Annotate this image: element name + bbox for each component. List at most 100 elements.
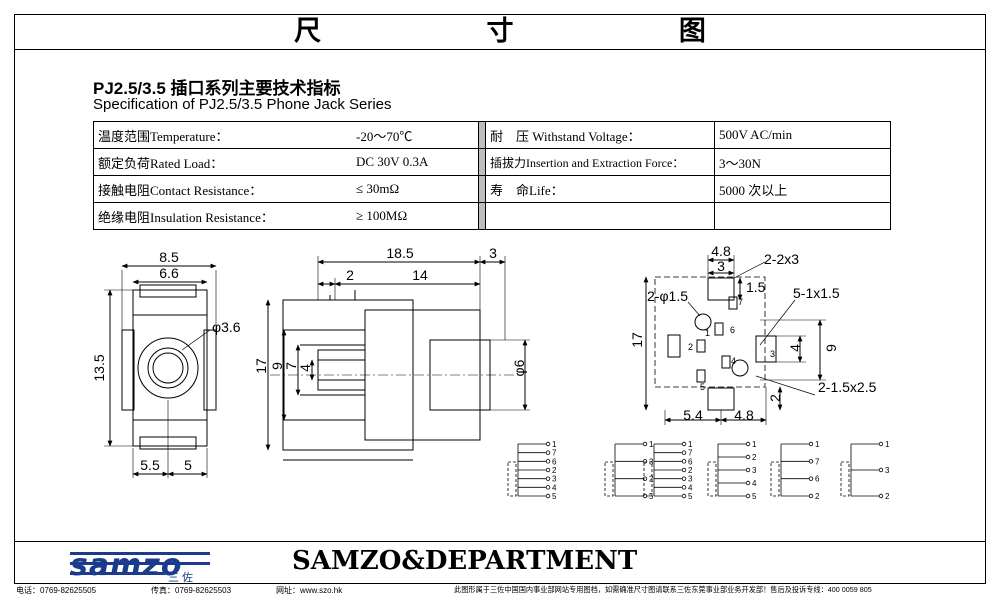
schematic-pin-label: 2 — [752, 453, 757, 462]
schematic-pin-label: 3 — [752, 466, 757, 475]
schematic-pin-label: 1 — [552, 440, 557, 449]
schematic-pin-label: 7 — [552, 449, 557, 458]
schematic-pin-label: 1 — [688, 440, 693, 449]
spec-title-en: Specification of PJ2.5/3.5 Phone Jack Se… — [93, 96, 392, 113]
title-bar: 尺 寸 图 — [14, 14, 986, 50]
dim-label: φ6 — [511, 359, 527, 376]
schematic-pin-label: 3 — [885, 466, 890, 475]
spec-label: 温度范围Temperature： — [93, 121, 352, 149]
pin-label: 7 — [738, 297, 743, 307]
footer-divider — [14, 541, 986, 542]
dim-label: 5.4 — [683, 407, 703, 423]
pin-label: 2 — [688, 342, 693, 352]
schematic-pin-label: 6 — [688, 457, 693, 466]
pin-label: 4 — [731, 356, 736, 366]
dim-label: 2-1.5x2.5 — [818, 379, 877, 395]
schematic-pin-label: 1 — [649, 440, 654, 449]
dim-label: 2-2x3 — [764, 251, 799, 267]
drawing-frame — [14, 14, 986, 584]
page-title: 尺 寸 图 — [294, 16, 784, 47]
dim-label: 4.8 — [734, 407, 754, 423]
spec-row: 额定负荷Rated Load： DC 30V 0.3A 插拔力Insertion… — [93, 148, 891, 176]
spec-row: 温度范围Temperature： -20～70℃ 耐 压 Withstand V… — [93, 121, 891, 149]
spec-row: 绝缘电阻Insulation Resistance： ≥ 100MΩ — [93, 202, 891, 230]
pin-label: 5 — [700, 382, 705, 392]
dim-label: 5 — [184, 457, 192, 473]
side-view — [265, 256, 530, 461]
department-name: SAMZO&DEPARTMENT — [292, 546, 638, 576]
schematic-pin-label: 6 — [815, 475, 820, 484]
dim-label: 3 — [489, 245, 497, 261]
spec-value: DC 30V 0.3A — [352, 148, 479, 176]
schematic-pin-label: 3 — [552, 475, 557, 484]
schematic-pin-label: 4 — [752, 479, 757, 488]
schematic-pin-label: 7 — [815, 457, 820, 466]
schematic-pin-label: 5 — [552, 492, 557, 501]
schematic-pin-label: 1 — [752, 440, 757, 449]
spec-label: 绝缘电阻Insulation Resistance： — [93, 202, 352, 230]
spec-value: ≤ 30mΩ — [352, 175, 479, 203]
dim-label: 8.5 — [159, 249, 179, 265]
brand-logo-cn: 三 佐 — [168, 572, 194, 584]
dim-label: 5.5 — [140, 457, 160, 473]
schematic-pin-label: 4 — [552, 483, 557, 492]
dim-label: 9 — [823, 344, 839, 352]
schematic-symbol: 1 3 2 — [840, 440, 890, 501]
spec-value — [714, 202, 891, 230]
spec-value: 3～30N — [714, 148, 891, 176]
schematic-pin-label: 4 — [688, 483, 693, 492]
spec-label: 耐 压 Withstand Voltage： — [485, 121, 715, 149]
spec-row: 接触电阻Contact Resistance： ≤ 30mΩ 寿 命Life： … — [93, 175, 891, 203]
spec-label: 插拔力Insertion and Extraction Force： — [485, 148, 715, 176]
pin-label: 3 — [770, 349, 775, 359]
spec-label: 额定负荷Rated Load： — [93, 148, 352, 176]
front-view — [104, 263, 217, 478]
dim-label: 7 — [283, 362, 299, 370]
dim-label: 2 — [767, 394, 783, 402]
pin-label: 1 — [705, 328, 710, 338]
schematic-pin-label: 2 — [688, 466, 693, 475]
schematic-pin-label: 5 — [649, 492, 654, 501]
footer-web: 网址：www.szo.hk — [276, 586, 343, 595]
schematic-pin-label: 3 — [688, 475, 693, 484]
pin-label: 6 — [730, 325, 735, 335]
dim-label: 2 — [346, 267, 354, 283]
dim-label: 17 — [629, 332, 645, 348]
dim-label: 1.5 — [746, 279, 766, 295]
spec-label — [485, 202, 715, 230]
spec-value: -20～70℃ — [352, 121, 479, 149]
schematic-pin-label: 2 — [885, 492, 890, 501]
dim-label: 5-1x1.5 — [793, 285, 840, 301]
dim-label: 9 — [269, 362, 285, 370]
dim-label: 4 — [297, 364, 313, 372]
dim-label: 14 — [412, 267, 428, 283]
dim-label: 13.5 — [91, 354, 107, 381]
dim-label: 4 — [787, 344, 803, 352]
pcb-layout — [643, 255, 826, 425]
schematic-pin-label: 6 — [552, 457, 557, 466]
spec-value: ≥ 100MΩ — [352, 202, 479, 230]
spec-table: 温度范围Temperature： -20～70℃ 耐 压 Withstand V… — [93, 121, 891, 230]
spec-value: 500V AC/min — [714, 121, 891, 149]
dim-label: 2-φ1.5 — [647, 288, 688, 304]
schematic-pin-label: 1 — [885, 440, 890, 449]
brand-logo-stripes — [70, 552, 210, 575]
schematic-symbol: 1 2 3 4 5 — [707, 440, 757, 501]
schematic-pin-label: 5 — [752, 492, 757, 501]
footer-fax: 传真：0769-82625503 — [151, 586, 232, 595]
schematic-pin-label: 2 — [552, 466, 557, 475]
dim-label: 18.5 — [386, 245, 413, 261]
schematic-pin-label: 1 — [815, 440, 820, 449]
spec-label: 接触电阻Contact Resistance： — [93, 175, 352, 203]
footer-note: 此图形属于三佐中国国内事业部网站专用图档，如需确准尺寸图请联系三佐东莞事业部业务… — [454, 585, 872, 594]
brand-logo: samzo — [70, 548, 183, 583]
dim-label: 4.8 — [711, 243, 731, 259]
spec-divider — [478, 202, 486, 230]
dim-label: φ3.6 — [212, 319, 241, 335]
